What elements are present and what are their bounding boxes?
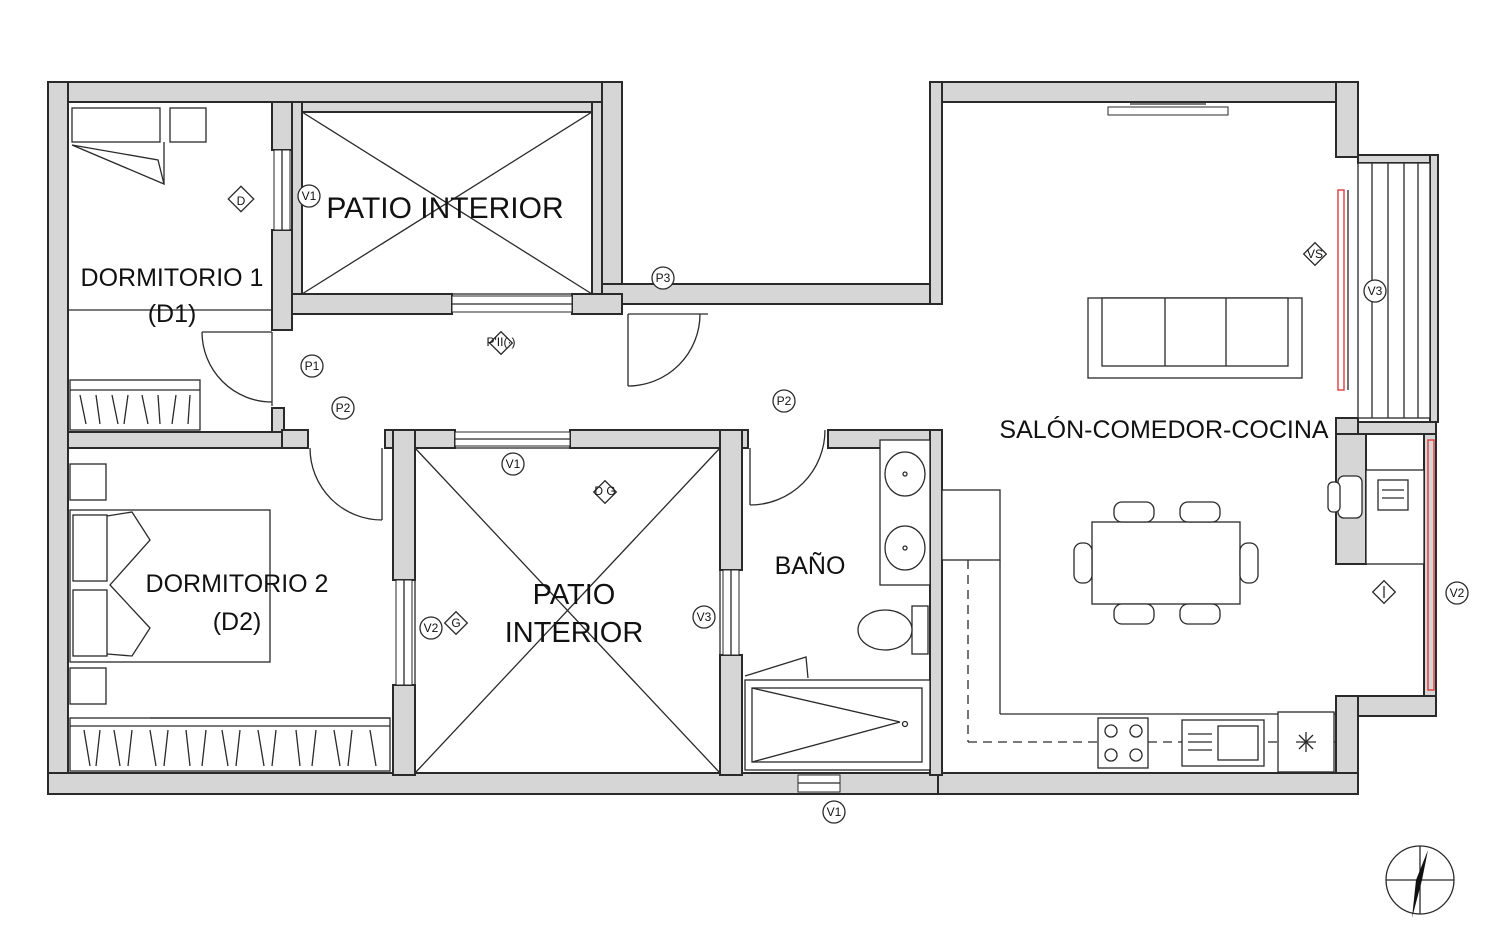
tag-v3-center: V3 <box>692 605 716 629</box>
svg-text:P3: P3 <box>656 271 671 285</box>
wardrobe-d1 <box>69 379 201 431</box>
bed-d2 <box>69 463 271 705</box>
patio-markings <box>301 111 721 774</box>
label-d2-code: (D2) <box>213 608 262 636</box>
tag-v2-right: V2 <box>1445 581 1469 605</box>
svg-text:G: G <box>451 616 460 630</box>
label-patio-center-2: INTERIOR <box>505 617 644 649</box>
kitchen <box>941 489 1336 773</box>
tag-v2-left: V2 <box>419 616 443 640</box>
tag-p2-center: P2 <box>772 389 796 413</box>
svg-text:VS: VS <box>1307 247 1323 261</box>
svg-text:P2: P2 <box>336 401 351 415</box>
dining-table <box>1073 501 1259 625</box>
svg-text:V1: V1 <box>827 805 842 819</box>
label-dormitorio-2: DORMITORIO 2 <box>146 570 329 598</box>
wardrobe-d2 <box>69 717 391 772</box>
svg-text:D: D <box>237 194 246 208</box>
sensor-symbols: D P'II(·) D G G VS <box>227 185 1397 636</box>
sensor-diamond-bedroom2: G <box>443 610 469 636</box>
doors <box>201 313 826 679</box>
svg-text:V2: V2 <box>424 621 439 635</box>
sofa <box>1087 297 1303 379</box>
svg-text:P1: P1 <box>305 359 320 373</box>
sensor-diamond-kitchen <box>1371 579 1397 605</box>
interior-walls <box>67 101 1367 776</box>
tag-p3: P3 <box>651 266 675 290</box>
label-salon: SALÓN-COMEDOR-COCINA <box>999 415 1329 444</box>
tag-v1-top: V1 <box>297 184 321 208</box>
tag-v1-center: V1 <box>501 452 525 476</box>
label-d1-code: (D1) <box>148 300 197 328</box>
sensor-diamond-salon: VS <box>1302 241 1328 267</box>
north-arrow-icon <box>1385 845 1455 918</box>
bathroom-fixtures <box>744 439 931 771</box>
label-patio-center-1: PATIO <box>533 579 616 611</box>
svg-text:P2: P2 <box>777 394 792 408</box>
tag-p2-left: P2 <box>331 396 355 420</box>
sensor-diamond-bedroom1: D <box>227 185 255 213</box>
svg-text:V2: V2 <box>1450 586 1465 600</box>
svg-text:V1: V1 <box>506 457 521 471</box>
tag-v3-right: V3 <box>1363 279 1387 303</box>
svg-text:P'II(·): P'II(·) <box>487 335 516 349</box>
label-patio-top: PATIO INTERIOR <box>326 192 563 225</box>
bed-d1 <box>68 107 272 311</box>
sensor-diamond-corridor: P'II(·) <box>487 330 516 356</box>
sensor-diamond-patio: D G <box>592 479 618 505</box>
svg-text:D G: D G <box>594 484 615 498</box>
desk <box>1327 469 1425 565</box>
label-dormitorio-1: DORMITORIO 1 <box>81 264 264 292</box>
furniture <box>68 107 1431 773</box>
tag-p1: P1 <box>300 354 324 378</box>
tag-v1-bottom: V1 <box>822 800 846 824</box>
label-bano: BAÑO <box>775 551 846 580</box>
room-labels: PATIO INTERIOR DORMITORIO 1 (D1) DORMITO… <box>81 192 1329 649</box>
svg-text:V1: V1 <box>302 189 317 203</box>
svg-text:V3: V3 <box>697 610 712 624</box>
opening-tags: V1 P3 P1 P2 P2 V1 V2 V3 <box>297 184 1469 824</box>
windows <box>273 103 1435 793</box>
svg-text:V3: V3 <box>1368 284 1383 298</box>
